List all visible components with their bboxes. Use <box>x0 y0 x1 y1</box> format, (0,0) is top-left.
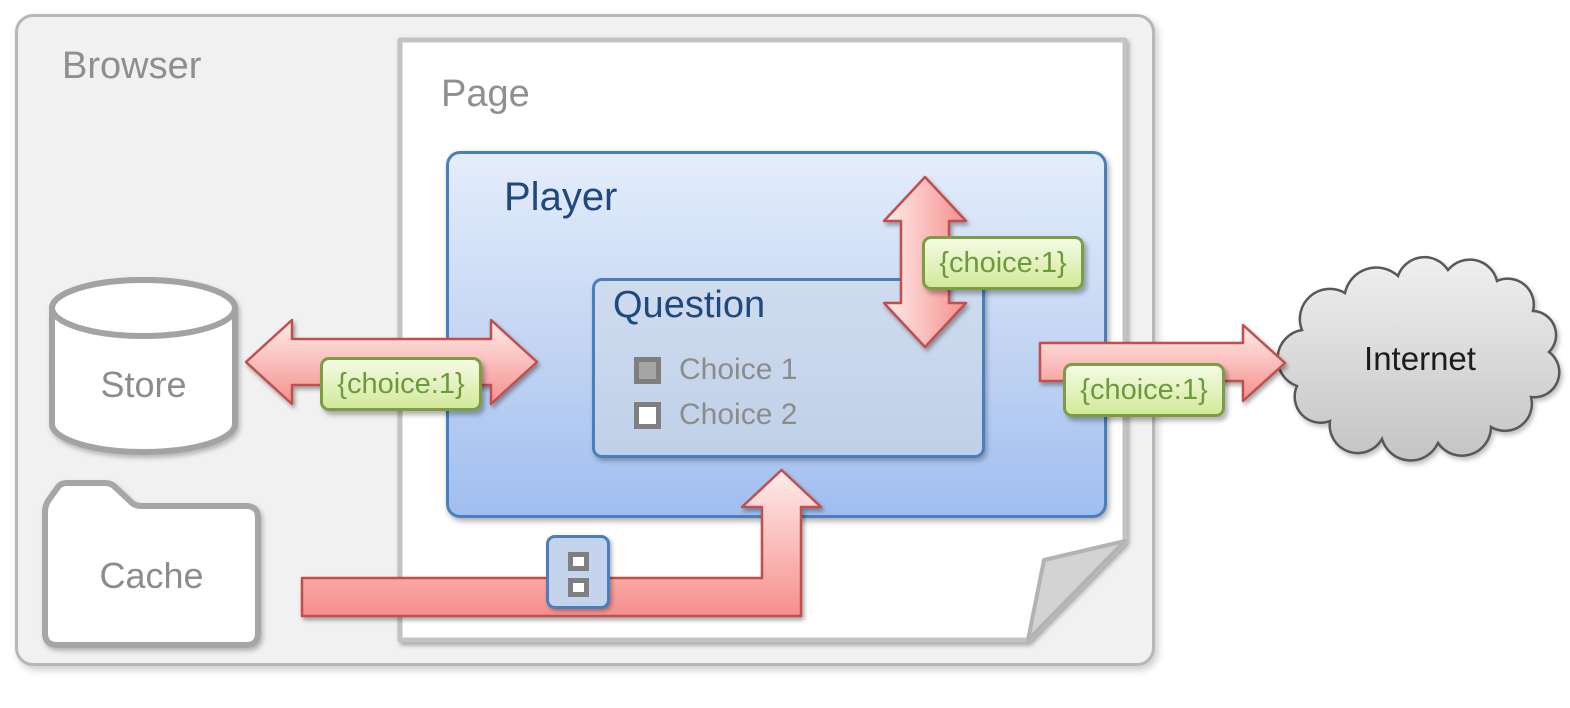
tag-player-question: {choice:1} <box>922 236 1084 290</box>
tag-store-player: {choice:1} <box>320 357 482 411</box>
connector-icon <box>546 535 610 609</box>
store-label: Store <box>100 364 187 405</box>
browser-label: Browser <box>62 45 202 87</box>
choice-2-label: Choice 2 <box>679 398 798 431</box>
choice-2-checkbox[interactable] <box>634 401 661 429</box>
internet-label: Internet <box>1364 340 1476 377</box>
store-cylinder-icon <box>49 277 238 455</box>
cache-label: Cache <box>99 554 204 596</box>
tag-page-internet: {choice:1} <box>1063 363 1225 417</box>
page-label: Page <box>441 73 530 115</box>
choice-1-row[interactable]: Choice 1 <box>634 355 797 385</box>
choice-1-checkbox[interactable] <box>634 356 661 384</box>
page-fold-corner-icon <box>1026 539 1127 642</box>
connector-pin-icon <box>568 552 589 571</box>
internet-cloud-icon <box>1276 255 1561 462</box>
choice-1-label: Choice 1 <box>679 353 798 386</box>
connector-pin-icon <box>568 578 589 597</box>
cache-folder-icon <box>42 480 261 648</box>
arrow-cache-question <box>300 468 823 618</box>
player-label: Player <box>504 175 618 219</box>
question-label: Question <box>613 284 766 326</box>
choice-2-row[interactable]: Choice 2 <box>634 400 797 430</box>
